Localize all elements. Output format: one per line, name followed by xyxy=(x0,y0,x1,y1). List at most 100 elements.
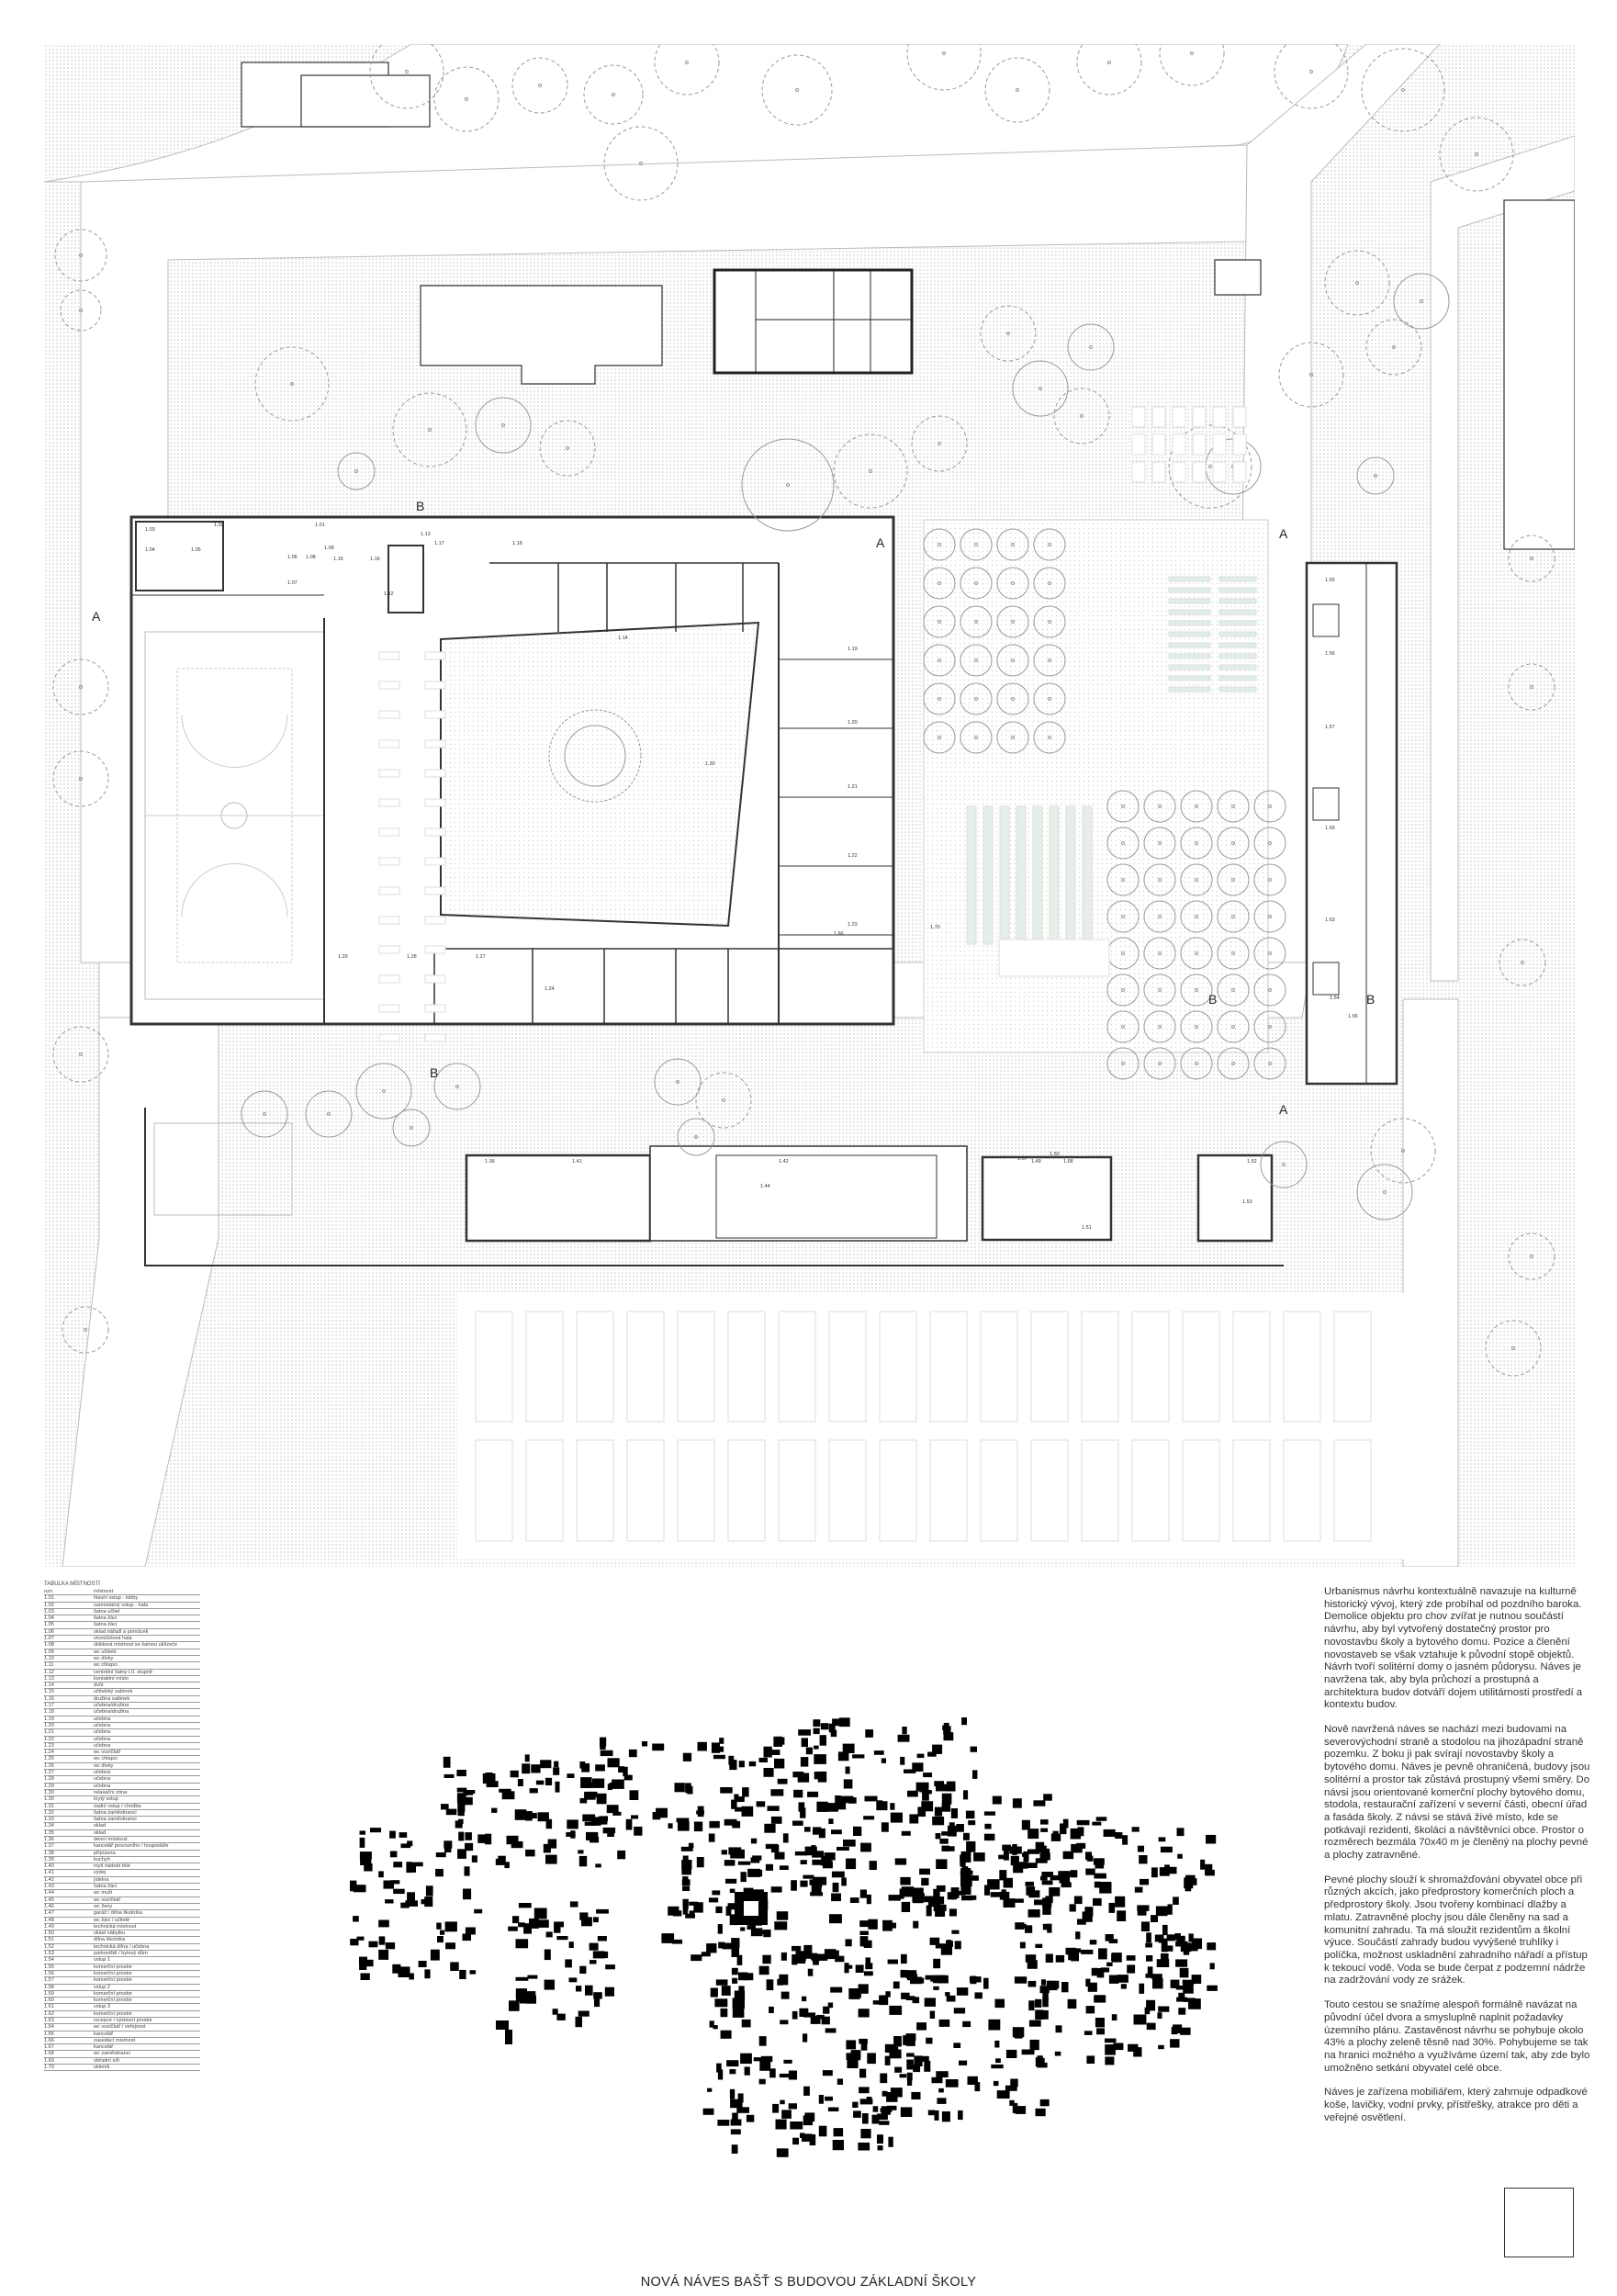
tree-trunk-icon xyxy=(974,658,978,662)
building-footprint xyxy=(459,1799,466,1806)
building-footprint xyxy=(848,1988,860,1999)
building-footprint xyxy=(1005,2049,1017,2058)
building-footprint xyxy=(943,1722,949,1728)
building-footprint xyxy=(389,1851,398,1858)
building-footprint xyxy=(445,1808,457,1816)
building-footprint xyxy=(469,1970,477,1975)
building-footprint xyxy=(631,1815,639,1819)
building-footprint xyxy=(1042,1897,1052,1908)
room-id: 1.07 xyxy=(44,1636,54,1642)
building-footprint xyxy=(774,1758,785,1769)
tree-icon xyxy=(1106,1047,1140,1080)
building-footprint xyxy=(800,1807,806,1818)
building-footprint xyxy=(775,2119,787,2130)
building-footprint xyxy=(1025,1925,1033,1933)
parking-bay xyxy=(378,710,400,719)
building-footprint xyxy=(900,1756,905,1765)
tree-icon xyxy=(1168,424,1252,509)
tree-icon xyxy=(1180,790,1213,823)
tree-icon xyxy=(62,1306,109,1354)
building-footprint xyxy=(1012,2027,1025,2038)
building-footprint xyxy=(399,1832,408,1838)
building-footprint xyxy=(941,1803,951,1812)
building-footprint xyxy=(893,2036,902,2047)
tree-icon xyxy=(369,44,444,109)
building-footprint xyxy=(906,2059,914,2070)
room-name: komerční prostor xyxy=(94,1990,132,1997)
tree-trunk-icon xyxy=(1011,620,1015,624)
building-footprint xyxy=(763,1768,774,1777)
room-id: 1.40 xyxy=(44,1863,54,1870)
building-footprint xyxy=(868,1919,878,1930)
tree-icon xyxy=(1143,974,1176,1007)
building-footprint xyxy=(954,1941,961,1950)
building-footprint xyxy=(781,2110,792,2119)
parking-bay xyxy=(424,1033,446,1042)
header-id: ozn. xyxy=(44,1589,54,1594)
tree-icon xyxy=(1180,863,1213,896)
building-footprint xyxy=(717,1924,723,1934)
building-footprint xyxy=(906,2053,915,2057)
building-footprint xyxy=(821,1876,827,1885)
building-footprint xyxy=(504,1862,510,1869)
building-footprint xyxy=(1070,1870,1078,1878)
tree-trunk-icon xyxy=(1309,373,1313,377)
tree-trunk-icon xyxy=(1011,697,1015,701)
tree-icon xyxy=(677,1118,715,1156)
building-footprint xyxy=(904,1769,916,1773)
building-footprint xyxy=(593,1917,599,1923)
building-footprint xyxy=(748,1761,757,1767)
building-footprint xyxy=(1137,1908,1147,1916)
building-footprint xyxy=(1095,1863,1105,1869)
tree-icon xyxy=(1253,937,1286,970)
building-footprint xyxy=(1029,2039,1039,2051)
building-footprint xyxy=(894,2066,903,2073)
room-label: 1.51 xyxy=(1082,1225,1092,1231)
building-footprint xyxy=(924,1998,936,2007)
tree-trunk-icon xyxy=(1121,951,1125,955)
building-footprint xyxy=(350,1880,357,1892)
tree-icon xyxy=(52,750,109,807)
tree-icon xyxy=(1365,319,1422,376)
room-label: 1.63 xyxy=(1325,917,1335,923)
tree-trunk-icon xyxy=(938,697,941,701)
building-footprint xyxy=(378,1936,386,1945)
tree-trunk-icon xyxy=(1231,1062,1235,1065)
building-footprint xyxy=(682,1898,689,1909)
building-footprint xyxy=(938,2088,944,2093)
building-footprint xyxy=(852,1754,865,1759)
building-footprint xyxy=(830,1986,843,1993)
building-footprint xyxy=(803,2086,810,2096)
room-label: 1.16 xyxy=(370,557,380,562)
building-footprint xyxy=(829,1914,842,1924)
building-footprint xyxy=(1117,1975,1129,1983)
building-footprint xyxy=(1173,1896,1179,1905)
building-footprint xyxy=(383,1880,394,1889)
building-footprint xyxy=(750,1838,758,1844)
room-id: 1.58 xyxy=(44,1984,54,1990)
building-footprint xyxy=(1048,1980,1060,1989)
building-footprint xyxy=(846,1858,857,1870)
building-footprint xyxy=(682,1855,689,1862)
tree-icon xyxy=(475,397,532,454)
building-footprint xyxy=(803,2115,813,2126)
parking-bay xyxy=(1168,631,1211,637)
building-footprint xyxy=(929,1937,940,1945)
building-footprint xyxy=(780,2099,785,2105)
tree-trunk-icon xyxy=(79,777,83,781)
building-footprint xyxy=(933,1986,939,1990)
parking-bay xyxy=(1168,653,1211,659)
tree-trunk-icon xyxy=(1121,841,1125,845)
room-name: krytý vstup xyxy=(94,1796,118,1803)
building-footprint xyxy=(512,1916,520,1924)
building-footprint xyxy=(779,1974,789,1986)
tree-icon xyxy=(1180,900,1213,933)
room-id: 1.38 xyxy=(44,1850,54,1856)
building-footprint xyxy=(730,2119,742,2126)
building-footprint xyxy=(596,1908,609,1914)
